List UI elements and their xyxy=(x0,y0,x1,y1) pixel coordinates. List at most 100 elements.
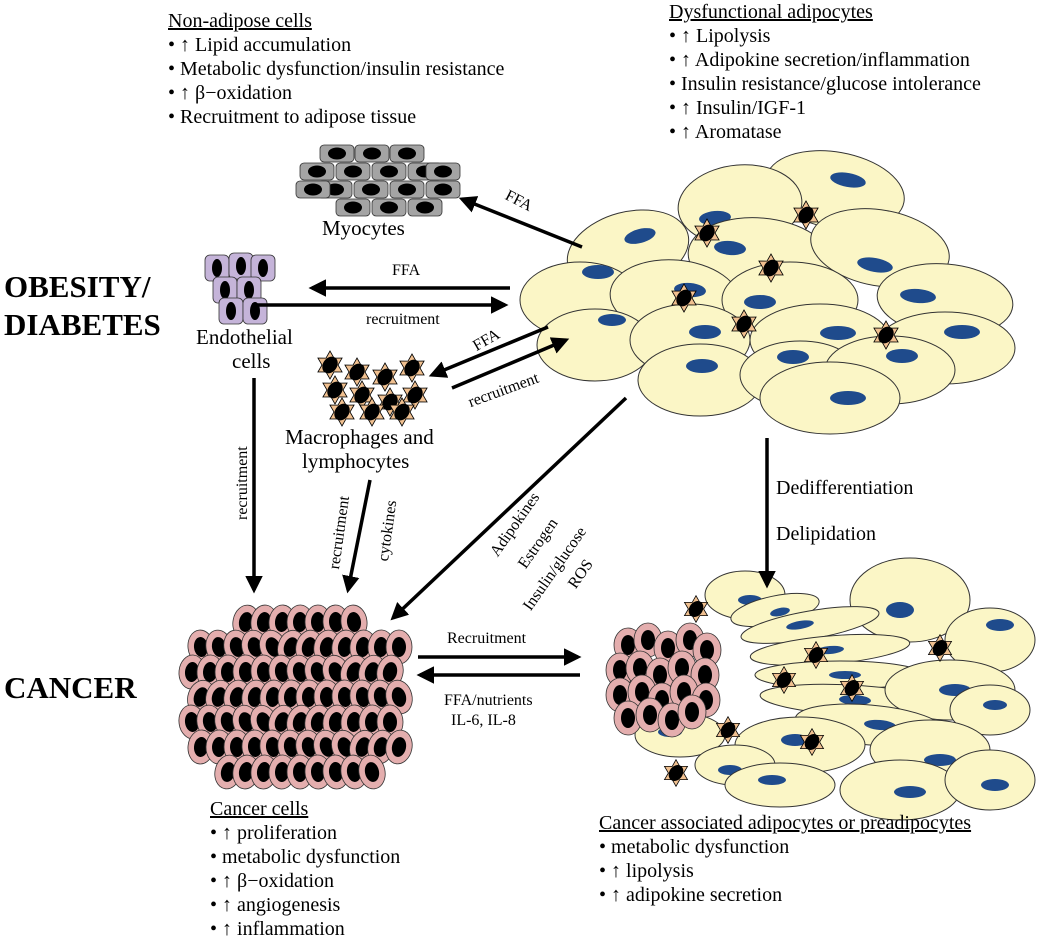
immune-nucleus xyxy=(377,368,393,386)
adipocyte-nucleus xyxy=(744,295,776,309)
cancer-nucleus xyxy=(328,762,344,782)
cancer-nucleus xyxy=(635,682,649,702)
cancer-nucleus xyxy=(274,662,290,682)
immune-nucleus xyxy=(407,386,423,404)
cancer-nucleus xyxy=(373,737,389,757)
list-item: ↑ Lipolysis xyxy=(669,24,981,48)
cancer-nucleus xyxy=(613,660,627,680)
cancer-nucleus xyxy=(633,658,647,678)
macrophage-lymphocyte-cluster xyxy=(317,350,428,427)
cancer-associated-adipocytes-cluster xyxy=(605,557,1036,821)
myocyte-nucleus xyxy=(308,165,326,178)
cancer-nucleus xyxy=(328,662,344,682)
immune-nucleus xyxy=(404,359,420,377)
list-item: Metabolic dysfunction/insulin resistance xyxy=(168,57,504,81)
cancer-nucleus xyxy=(238,762,254,782)
cancer-nucleus xyxy=(193,687,209,707)
myocyte-cluster xyxy=(295,144,461,217)
adipocyte-nucleus xyxy=(777,350,809,364)
cancer-nucleus xyxy=(382,662,398,682)
cancer-nucleus xyxy=(293,762,307,782)
cancer-nucleus xyxy=(319,637,335,657)
adipocyte-nucleus xyxy=(829,671,861,679)
cancer-nucleus xyxy=(238,612,254,632)
cancer-nucleus xyxy=(346,762,362,782)
ffa-to-endothelial-label: FFA xyxy=(392,262,421,279)
adipocyte-nucleus xyxy=(686,359,718,373)
cancer-nucleus xyxy=(193,637,209,657)
cancer-nucleus xyxy=(310,662,326,682)
arrow-adipose-to-cancer xyxy=(390,396,628,621)
list-item: ↑ lipolysis xyxy=(599,859,971,883)
immune-nucleus xyxy=(932,640,948,656)
cancer-nucleus xyxy=(613,685,627,705)
recruitment-caps-label: Recruitment xyxy=(447,630,527,647)
cancer-label: CANCER xyxy=(4,670,137,705)
adipocyte-nucleus xyxy=(886,602,914,618)
myocyte-nucleus xyxy=(398,183,416,196)
cancer-nucleus xyxy=(373,687,389,707)
cancer-nucleus xyxy=(700,640,714,660)
cancer-nucleus xyxy=(685,702,699,722)
cancer-nucleus xyxy=(292,662,308,682)
adipocyte-nucleus xyxy=(689,325,721,339)
cancer-nucleus xyxy=(211,687,227,707)
cancer-nucleus xyxy=(238,712,254,732)
adipocyte-nucleus xyxy=(983,700,1007,710)
cancer-nucleus xyxy=(328,712,344,732)
recruitment-vertical-label: recruitment xyxy=(234,446,251,520)
arrow-ffa-to-myocytes xyxy=(458,196,583,249)
cancer-nucleus xyxy=(184,712,200,732)
immune-nucleus xyxy=(844,680,860,696)
list-item: ↑ Aromatase xyxy=(669,120,981,144)
arrow-recruitment-to-adipose xyxy=(451,337,570,390)
immune-nucleus xyxy=(676,289,692,307)
myocyte-nucleus xyxy=(398,147,416,160)
myocyte-nucleus xyxy=(326,183,344,196)
delipidation-label: Delipidation xyxy=(776,523,876,545)
cancer-nucleus xyxy=(665,710,679,730)
adipocyte-nucleus xyxy=(944,325,980,339)
list-item: ↑ Adipokine secretion/inflammation xyxy=(669,48,981,72)
myocyte-nucleus xyxy=(363,147,381,160)
cancer-nucleus xyxy=(256,712,272,732)
cancer-nucleus xyxy=(621,635,635,655)
cancer-nucleus xyxy=(247,687,263,707)
myocyte-nucleus xyxy=(304,183,322,196)
cancer-nucleus xyxy=(274,762,290,782)
cancer-nucleus xyxy=(355,737,371,757)
adipocyte-nucleus xyxy=(820,326,856,340)
myocyte-nucleus xyxy=(380,201,398,214)
obesity-label-line2: DIABETES xyxy=(4,307,161,342)
cancer-nucleus xyxy=(274,712,290,732)
cancer-nucleus xyxy=(221,662,235,682)
adipocyte-nucleus xyxy=(624,228,656,244)
immune-nucleus xyxy=(776,672,792,688)
immune-nucleus xyxy=(804,734,820,750)
adipocyte-nucleus xyxy=(830,172,866,188)
dedifferentiation-label: Dedifferentiation xyxy=(776,477,914,499)
list-item: Recruitment to adipose tissue xyxy=(168,105,504,129)
immune-nucleus xyxy=(327,381,343,399)
immune-nucleus xyxy=(699,224,715,242)
adipocyte-nucleus xyxy=(857,257,893,273)
myocyte-nucleus xyxy=(434,165,452,178)
cancer-nucleus xyxy=(301,637,317,657)
adipocyte-nucleus xyxy=(839,694,871,706)
cancer-nucleus xyxy=(184,662,200,682)
adipocyte-nucleus xyxy=(582,265,614,279)
cancer-nucleus xyxy=(283,637,299,657)
cancer-nucleus xyxy=(229,737,245,757)
list-item: ↑ β−oxidation xyxy=(168,81,504,105)
dysfunctional-adipocytes-heading: Dysfunctional adipocytes xyxy=(669,1,873,23)
cancer-nucleus xyxy=(364,762,380,782)
cancer-nucleus xyxy=(661,638,675,658)
cancer-nucleus xyxy=(382,712,398,732)
cancer-nucleus xyxy=(364,662,380,682)
cancer-nucleus xyxy=(643,705,657,725)
cancer-nucleus xyxy=(265,687,281,707)
endothelial-nucleus xyxy=(212,259,222,277)
cancer-nucleus xyxy=(346,662,362,682)
cancer-nucleus xyxy=(283,737,299,757)
non-adipose-block: Non-adipose cells ↑ Lipid accumulation M… xyxy=(168,9,504,129)
